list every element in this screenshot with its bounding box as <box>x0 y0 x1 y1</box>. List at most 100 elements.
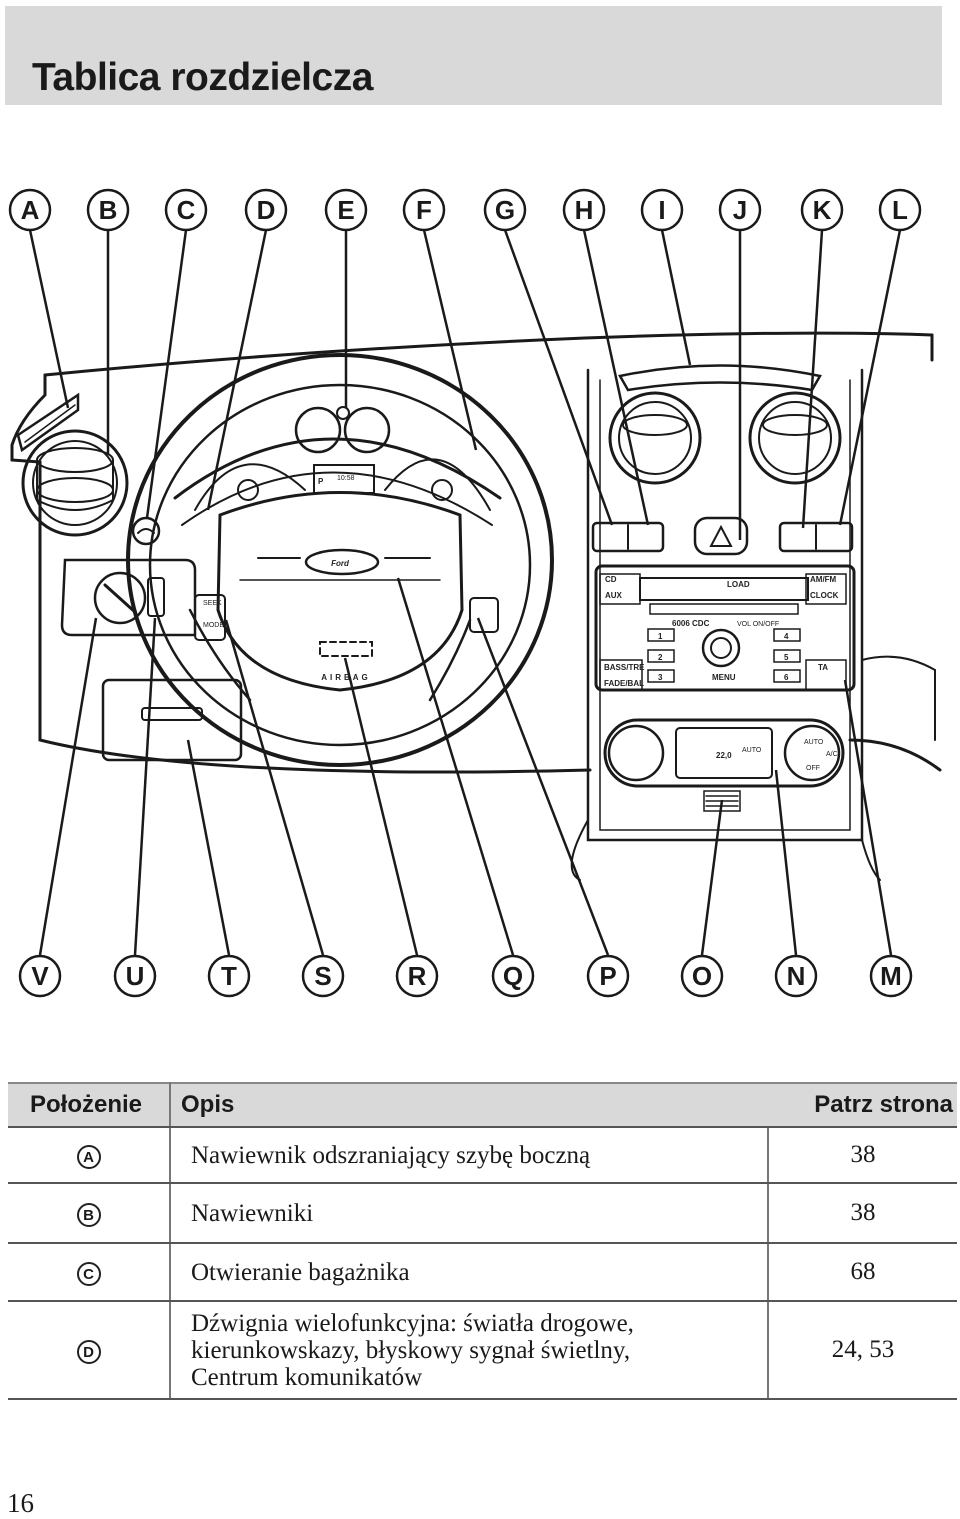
callout-label-m: M <box>880 961 902 991</box>
callout-circle-m <box>869 954 913 998</box>
callout-label-a: A <box>21 195 40 225</box>
row-page: 24, 53 <box>767 1301 957 1400</box>
row-description: Otwieranie bagażnika <box>170 1243 768 1302</box>
ref-badge-c: C <box>76 1262 101 1287</box>
table-row: B Nawiewniki 38 <box>8 1183 957 1244</box>
callout-label-i: I <box>658 195 665 225</box>
row-description-line: Centrum komunikatów <box>191 1363 423 1391</box>
table-header-row: Położenie Opis Patrz strona <box>8 1082 957 1128</box>
preset-6: 6 <box>784 673 789 682</box>
ta-label: TA <box>818 663 828 672</box>
preset-3: 3 <box>658 673 663 682</box>
preset-1: 1 <box>658 632 663 641</box>
callout-label-s: S <box>314 961 331 991</box>
brand-logo-text: Ford <box>331 559 350 568</box>
preset-2: 2 <box>658 653 663 662</box>
callout-label-d: D <box>257 195 276 225</box>
menu-label: MENU <box>712 673 736 682</box>
callout-label-v: V <box>31 961 49 991</box>
auto-button-label: AUTO <box>804 739 824 746</box>
fade-label: FADE/BAL <box>604 679 644 688</box>
callout-label-k: K <box>813 195 832 225</box>
callout-circle-c <box>164 188 208 232</box>
callout-circle-h <box>562 188 606 232</box>
seek-label: SEEK <box>203 600 222 607</box>
table-row: C Otwieranie bagażnika 68 <box>8 1243 957 1302</box>
callout-circle-g <box>483 188 527 232</box>
callout-circle-a <box>8 188 52 232</box>
callout-circle-o <box>680 954 724 998</box>
callout-circle-u <box>113 954 157 998</box>
callout-label-q: Q <box>503 961 523 991</box>
callout-label-o: O <box>692 961 712 991</box>
page-header: Tablica rozdzielcza <box>5 6 942 105</box>
amfm-label: AM/FM <box>810 575 837 584</box>
callout-label-l: L <box>892 195 908 225</box>
callout-circle-s <box>301 954 345 998</box>
header-description: Opis <box>170 1082 768 1128</box>
mode-label: MODE <box>203 622 224 629</box>
callout-circle-j <box>718 188 762 232</box>
callout-circle-r <box>395 954 439 998</box>
callout-circle-k <box>800 188 844 232</box>
callout-label-u: U <box>126 961 145 991</box>
callout-label-p: P <box>599 961 616 991</box>
climate-auto: AUTO <box>742 747 762 754</box>
callout-label-b: B <box>99 195 118 225</box>
ref-badge-b: B <box>76 1203 101 1228</box>
clock-display: 10:58 <box>337 475 355 482</box>
radio-model: 6006 CDC <box>672 619 710 628</box>
top-callouts: A B C D E F G H I J K L <box>8 188 922 232</box>
row-description: Nawiewniki <box>170 1183 768 1244</box>
callout-circle-d <box>244 188 288 232</box>
callout-circle-e <box>324 188 368 232</box>
row-description: Nawiewnik odszraniający szybę boczną <box>170 1127 768 1184</box>
ref-badge-d: D <box>76 1340 101 1365</box>
callout-circle-t <box>207 954 251 998</box>
callout-label-h: H <box>575 195 594 225</box>
header-page: Patrz strona <box>768 1082 957 1128</box>
callout-label-g: G <box>495 195 515 225</box>
cd-label: CD <box>605 575 617 584</box>
gear-indicator: P <box>318 477 324 486</box>
row-description-line: Dźwignia wielofunkcyjna: światła drogowe… <box>191 1309 634 1337</box>
leader-lines <box>28 229 902 956</box>
off-button-label: OFF <box>806 765 820 772</box>
callout-circle-q <box>491 954 535 998</box>
airbag-label: AIRBAG <box>321 673 371 682</box>
preset-4: 4 <box>784 632 789 641</box>
aux-label: AUX <box>605 591 623 600</box>
callout-label-e: E <box>337 195 354 225</box>
legend-table: Położenie Opis Patrz strona A Nawiewnik … <box>8 1082 957 1400</box>
callout-label-t: T <box>221 961 237 991</box>
page-number: 16 <box>7 1488 34 1518</box>
callout-label-r: R <box>408 961 427 991</box>
callout-label-j: J <box>733 195 747 225</box>
bass-label: BASS/TRE <box>604 663 645 672</box>
callout-circle-p <box>586 954 630 998</box>
callout-circle-b <box>86 188 130 232</box>
callout-label-f: F <box>416 195 432 225</box>
clock-label: CLOCK <box>810 591 839 600</box>
row-page: 38 <box>767 1183 957 1244</box>
vol-label: VOL ON/OFF <box>737 621 779 628</box>
page-title: Tablica rozdzielcza <box>32 56 373 99</box>
table-row: A Nawiewnik odszraniający szybę boczną 3… <box>8 1127 957 1184</box>
dashboard-diagram: Ford AIRBAG P 10:58 SEEK MODE CD AUX LOA… <box>0 180 960 1010</box>
callout-circle-f <box>402 188 446 232</box>
row-description: Dźwignia wielofunkcyjna: światła drogowe… <box>170 1301 768 1400</box>
table-row: D Dźwignia wielofunkcyjna: światła drogo… <box>8 1301 957 1400</box>
callout-circle-i <box>640 188 684 232</box>
callout-circle-n <box>774 954 818 998</box>
callout-circle-v <box>18 954 62 998</box>
callout-circle-l <box>878 188 922 232</box>
row-description-line: kierunkowskazy, błyskowy sygnał świetlny… <box>191 1336 631 1364</box>
callout-label-c: C <box>177 195 196 225</box>
load-label: LOAD <box>727 580 750 589</box>
header-position: Położenie <box>8 1082 171 1128</box>
row-page: 68 <box>767 1243 957 1302</box>
ac-button-label: A/C <box>826 751 838 758</box>
row-page: 38 <box>767 1127 957 1184</box>
ref-badge-a: A <box>76 1145 101 1170</box>
